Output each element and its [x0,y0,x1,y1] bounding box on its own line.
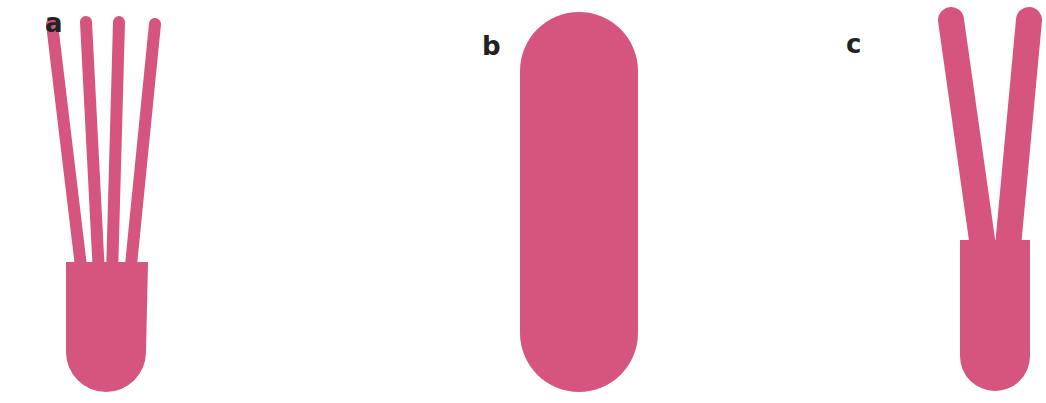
panel-letter: b [482,33,501,59]
shape-a [52,22,155,392]
panel-letter: c [846,31,861,57]
panel-letter: a [45,10,63,36]
shape-c [951,20,1030,391]
shape-b [520,12,638,392]
